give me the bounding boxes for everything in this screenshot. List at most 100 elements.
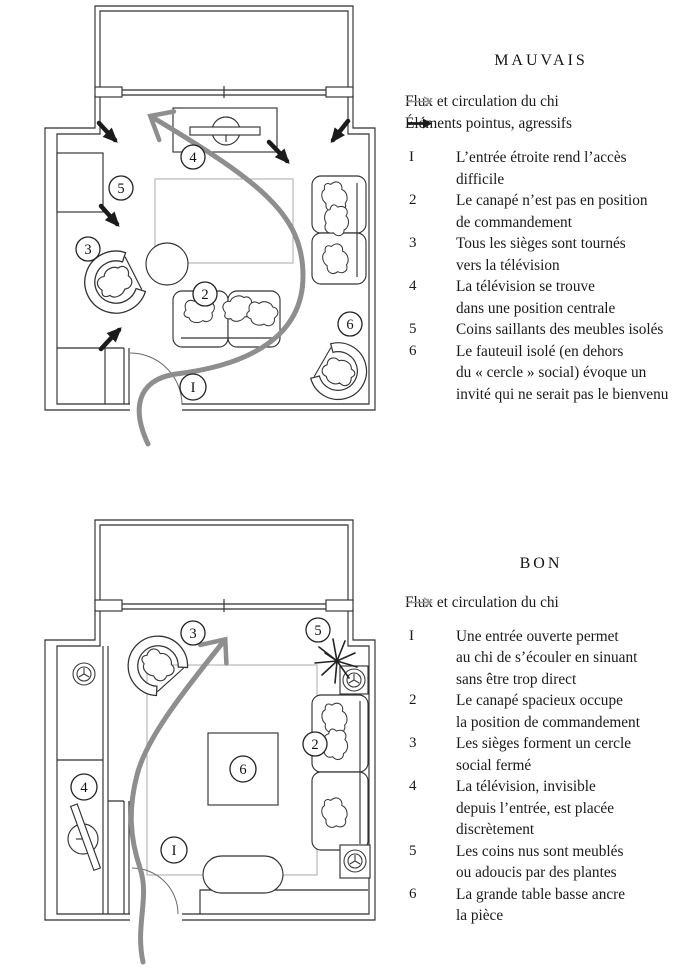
label-1: I [160, 836, 188, 864]
label-3: 3 [75, 236, 101, 262]
legend-item-number: 6 [409, 885, 417, 902]
arrow-key-row: Flux et circulation du chi [405, 91, 677, 113]
label-6: 6 [229, 755, 257, 783]
entry-closet [57, 347, 130, 404]
legend-item-line: social fermé [456, 756, 532, 774]
legend-item-line: du « cercle » social) évoque un [456, 364, 647, 381]
right-sofa [311, 175, 367, 285]
label-3: 3 [180, 620, 206, 646]
large-sofa [311, 694, 369, 851]
walls-and-bay-window [44, 519, 376, 921]
legend-item-number: 6 [409, 342, 417, 359]
main-sofa [172, 290, 281, 348]
chi-flow-arrow [136, 109, 306, 447]
legend-title-bon: BON [519, 555, 563, 572]
legend-item-line: Le canapé spacieux occupe [456, 692, 623, 709]
legend-items: I L’entrée étroite rend l’accès difficile… [405, 147, 677, 405]
svg-text:I: I [191, 380, 196, 396]
legend-item-line: La grande table basse ancre [456, 885, 626, 903]
legend-item-line: La télévision, invisible [456, 778, 596, 795]
chi-flow-arrow-icon [407, 597, 433, 608]
legend-item-number: 2 [409, 192, 417, 208]
sharp-aggressive-arrows [96, 118, 351, 352]
legend-item-line: la pièce [456, 907, 504, 924]
label-2: 2 [192, 281, 218, 307]
legend-item-line: ou adoucis par des plantes [456, 864, 617, 881]
svg-text:3: 3 [189, 626, 196, 642]
legend-item-text: La télévision se trouve dans une position… [456, 276, 677, 319]
arrow-key-list: Flux et circulation du chi Éléments poin… [405, 91, 677, 134]
legend-item-text: Le canapé n’est pas en position de comman… [456, 190, 677, 233]
svg-text:5: 5 [117, 181, 124, 197]
bay-window-inner [99, 10, 349, 90]
svg-text:6: 6 [239, 762, 246, 778]
arrow-key-list: Flux et circulation du chi [405, 592, 677, 614]
arrow-key-row: Flux et circulation du chi [405, 592, 677, 614]
label-5: 5 [305, 617, 331, 643]
bay-window-inner [99, 524, 349, 604]
legend-item-number: I [409, 149, 414, 165]
side-alcove-walls [57, 646, 130, 914]
walls-and-bay-window [44, 5, 376, 411]
arrow-key-label: Éléments pointus, agressifs [405, 114, 572, 132]
furniture [67, 624, 371, 894]
legend-item: I L’entrée étroite rend l’accès difficile [405, 147, 677, 190]
legend-item-number: 3 [409, 235, 417, 251]
legend-item-line: de commandement [456, 213, 572, 231]
legend-item-line: L’entrée étroite rend l’accès difficile [456, 149, 627, 188]
arrow-key-label: Flux et circulation du chi [405, 594, 559, 611]
legend-item-text: Les sièges forment un cercle social fermé [456, 733, 677, 776]
label-5: 5 [108, 175, 134, 201]
ottoman-bench [202, 855, 284, 894]
bay-window-outer [94, 519, 354, 604]
svg-text:2: 2 [201, 287, 208, 303]
legend-item-text: La grande table basse ancre la pièce [456, 884, 677, 927]
legend-mauvais: MAUVAIS Flux et circulation du chi Éléme… [405, 50, 677, 405]
legend-title-mauvais: MAUVAIS [494, 52, 588, 69]
legend-item: 6 Le fauteuil isolé (en dehors du « cercle… [405, 341, 677, 406]
legend-item-line: Le canapé n’est pas en position [456, 192, 648, 209]
arrow-key-label: Flux et circulation du chi [405, 93, 559, 110]
svg-text:6: 6 [346, 317, 353, 333]
legend-item-text: Le fauteuil isolé (en dehors du « cercle … [456, 341, 677, 406]
legend-item-text: Coins saillants des meubles isolés [456, 319, 677, 341]
legend-item-line: Les sièges forment un cercle [456, 735, 631, 752]
legend-item-line: Coins saillants des meubles isolés [456, 321, 664, 338]
legend-item-number: I [409, 627, 414, 644]
legend-item-line: Le fauteuil isolé (en dehors [456, 342, 624, 360]
number-labels: 4 5 3 2 6 I [75, 144, 363, 401]
svg-text:5: 5 [314, 623, 321, 639]
legend-item-text: L’entrée étroite rend l’accès difficile [456, 147, 677, 190]
svg-text:2: 2 [311, 737, 318, 753]
legend-item-line: La télévision se trouve [456, 278, 595, 295]
legend-item-line: Tous les sièges sont tournés [456, 235, 626, 252]
legend-item-line: invité qui ne serait pas le bienvenu [456, 385, 669, 403]
legend-item-line: depuis l’entrée, est placée [456, 799, 614, 817]
legend-item-line: dans une position centrale [456, 299, 616, 317]
legend-item-line: au chi de s’écouler en sinuant [456, 649, 638, 666]
bay-window-outer [94, 5, 354, 90]
corner-lamp-icon [72, 662, 96, 686]
legend-bon: BON Flux et circulation du chi I Une entr… [405, 553, 677, 927]
legend-item-number: 2 [409, 692, 417, 708]
label-4: 4 [70, 773, 98, 801]
chi-flow-arrow-icon [407, 96, 433, 107]
svg-text:3: 3 [84, 242, 91, 258]
entry-door-arc [129, 352, 183, 406]
bottom-step [199, 889, 368, 914]
floor-plan-bon: 3 5 2 6 4 I [44, 519, 376, 965]
legend-item: 2 Le canapé n’est pas en position de comma… [405, 190, 677, 233]
legend-item-number: 4 [409, 278, 417, 294]
legend-item-line: sans être trop direct [456, 670, 577, 688]
